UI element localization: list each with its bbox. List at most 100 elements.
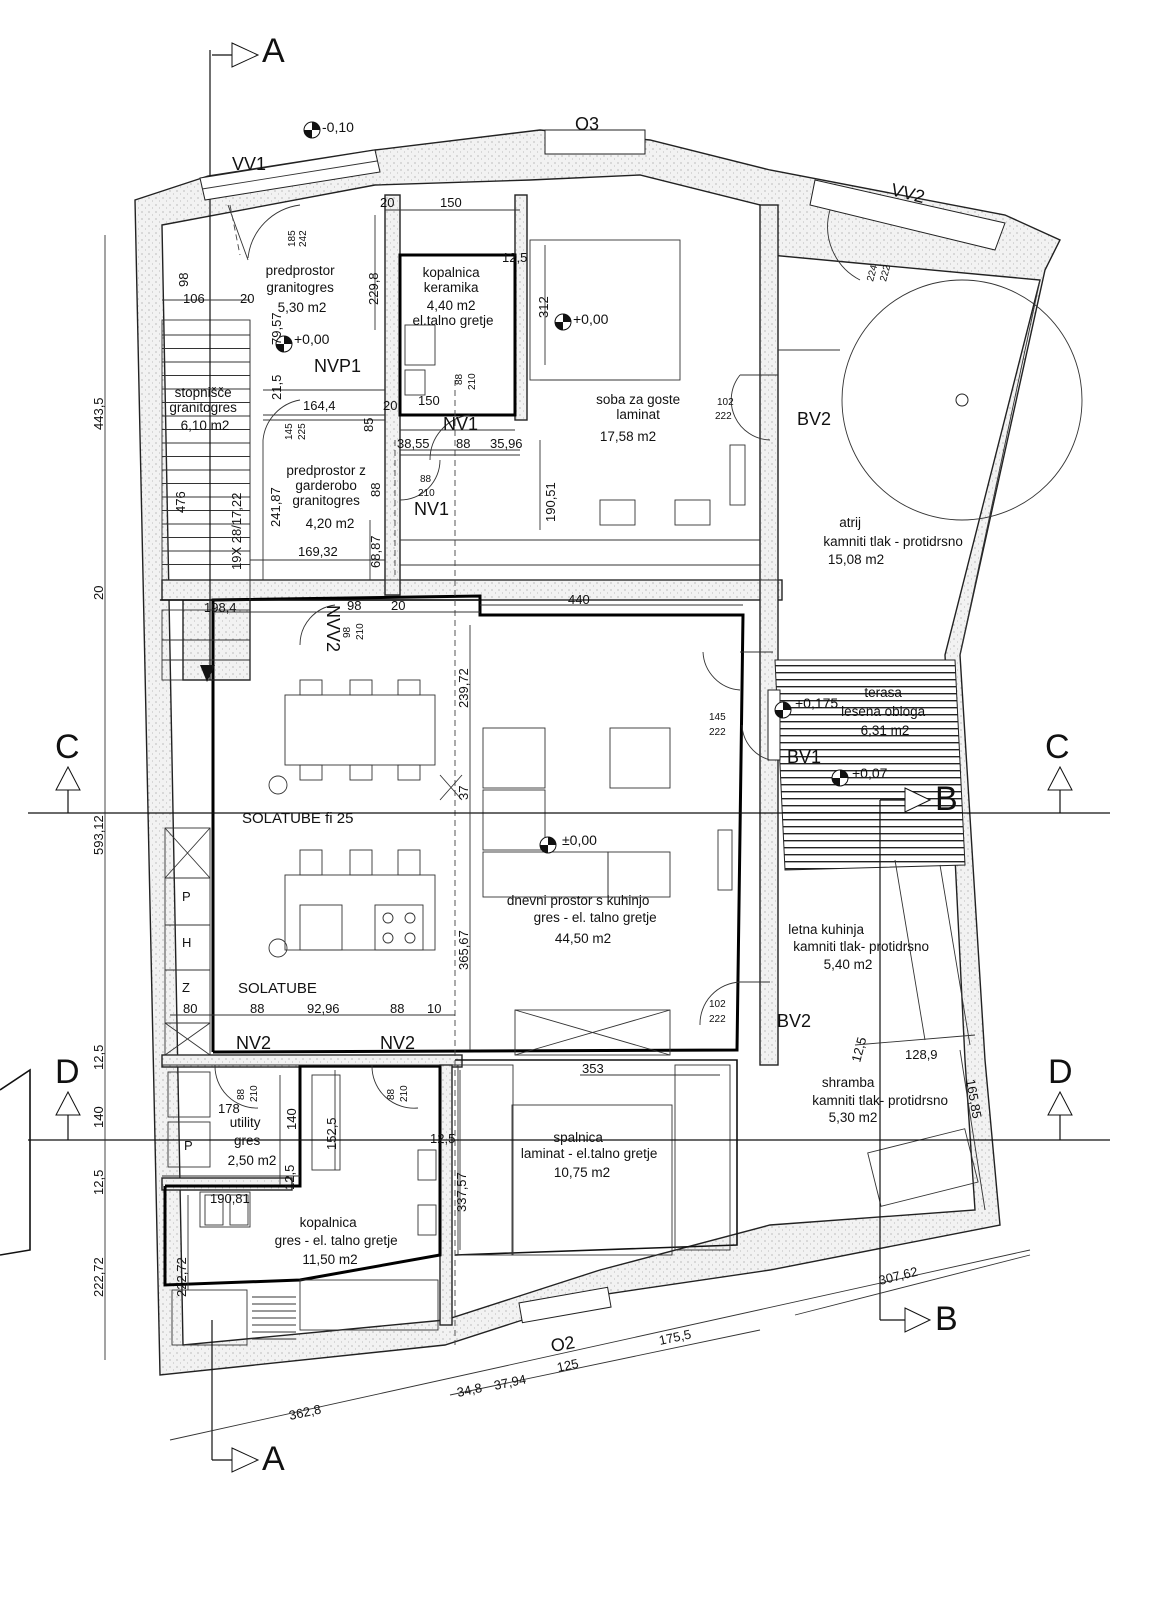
room-utility: utility gres 2,50 m2 [228,1115,277,1168]
dim: 440 [568,592,590,607]
code-nv2-a: NV2 [236,1033,271,1053]
room-spalnica: spalnica laminat - el.talno gretje 10,75… [521,1130,661,1180]
bathroom-wall [384,194,401,596]
axis-lines [28,204,1110,1460]
code-nv1-a: NV1 [443,414,478,434]
level-living: ±0,00 [562,832,597,848]
dim: 98 [347,598,361,613]
code-nv1-b: NV1 [414,499,449,519]
dim: 37,94 [493,1371,528,1392]
label-solatube-2: SOLATUBE [238,980,317,997]
room-stopnisce: stopnišče granitogres 6,10 m2 [169,385,240,433]
label-solatube-1: SOLATUBE fi 25 [242,810,353,827]
dim: 229,8 [366,272,381,305]
dim: 593,12 [91,815,106,855]
dim: 20 [91,586,106,600]
dimension-lines [104,209,1031,1441]
door-dim: 210 [355,623,366,640]
door-dim: 210 [249,1085,260,1102]
dim: 169,32 [298,544,338,559]
code-bv1: BV1 [787,747,821,767]
code-bv2-b: BV2 [777,1011,811,1031]
dim: 88 [456,436,470,451]
label-h: H [182,935,191,950]
code-bv2-a: BV2 [797,409,831,429]
code-nv2-b: NV2 [380,1033,415,1053]
dim: 222,72 [174,1257,189,1297]
door-dim: 210 [467,373,478,390]
dim: 34,8 [456,1380,484,1400]
room-predprostor-2: predprostor z garderobo granitogres 4,20… [286,463,369,531]
dim: 20 [240,291,254,306]
room-kopalnica-2: kopalnica gres - el. talno gretje 11,50 … [275,1215,402,1267]
label-p1: P [182,889,191,904]
code-o2: O2 [549,1332,576,1356]
windows-doors [199,129,1006,1324]
door-dim: 210 [399,1085,410,1102]
section-c-left: C [55,728,80,766]
dim: 12,5 [430,1131,455,1146]
dim: 190,51 [543,482,558,522]
dim: 85 [361,418,376,432]
level-terrace-2: +0,07 [852,765,888,781]
dim: 88 [368,483,383,497]
door-dim: 102 [709,999,726,1010]
dim: 35,96 [490,436,523,451]
level-guest: +0,00 [573,311,609,327]
code-nvv2: NVV2 [323,605,343,652]
dim: 12,5 [91,1045,106,1070]
dim: 353 [582,1061,604,1076]
door-dim: 88 [420,474,432,485]
section-a-bottom: A [262,1440,285,1478]
dim: 164,4 [303,398,336,413]
door-dim: 98 [342,626,353,638]
door-dim: 145 [709,712,726,723]
dim: 443,5 [91,397,106,430]
door-dim: 222 [878,263,893,282]
level-marker-icon [303,121,321,139]
room-kopalnica-1: kopalnica keramika 4,40 m2 el.talno gret… [412,265,493,328]
door-dim: 145 [284,423,295,440]
dim: 79,57 [269,312,284,345]
opening-codes: VV1 O3 VV2 NVP1 NV1 NV1 NVV2 BV2 BV1 BV2… [232,114,927,1356]
level-entry: +0,00 [294,331,330,347]
dim: 125 [556,1356,580,1375]
section-d-left: D [55,1053,80,1091]
dim: 12,5 [282,1165,297,1190]
dim: 38,55 [397,436,430,451]
dim: 337,57 [454,1172,469,1212]
dim: 365,67 [456,930,471,970]
section-c-right: C [1045,728,1070,766]
level-marker-icon [275,335,293,353]
door-dim: 210 [418,488,435,499]
other-labels: SOLATUBE fi 25 SOLATUBE 19X 28/17,22 P H… [182,493,353,1153]
label-z: Z [182,980,190,995]
atrium-tree [778,279,1083,656]
dim: 20 [383,398,397,413]
label-stair: 19X 28/17,22 [229,493,244,570]
room-shramba: shramba kamniti tlak- protidrsno 5,30 m2 [812,1075,952,1125]
dim: 140 [284,1108,299,1130]
dim: 152,5 [324,1117,339,1150]
section-letters: A A B B C C D D [55,32,1073,1478]
door-dim: 224 [865,263,880,282]
dim: 68,87 [368,535,383,568]
door-dim: 88 [454,373,465,385]
dim: 476 [173,491,188,513]
dim: 10 [427,1001,441,1016]
lower-wall-2 [161,1177,293,1191]
dim: 12,5 [502,250,527,265]
dim: 106 [183,291,205,306]
room-predprostor-1: predprostor granitogres 5,30 m2 [266,263,339,315]
dimension-text: 150 20 12,5 229,8 312 98 106 20 79,57 21… [91,195,985,1423]
dim: 150 [418,393,440,408]
dim: 175,5 [658,1326,693,1347]
dim: 20 [391,598,405,613]
label-p2: P [184,1138,193,1153]
dim: 362,8 [288,1401,323,1422]
room-terasa: terasa lesena obloga 6,31 m2 [841,685,929,738]
bathroom-wall-2 [514,194,528,421]
section-b-bottom: B [935,1300,958,1338]
dim: 312 [536,296,551,318]
dim: 241,87 [268,487,283,527]
